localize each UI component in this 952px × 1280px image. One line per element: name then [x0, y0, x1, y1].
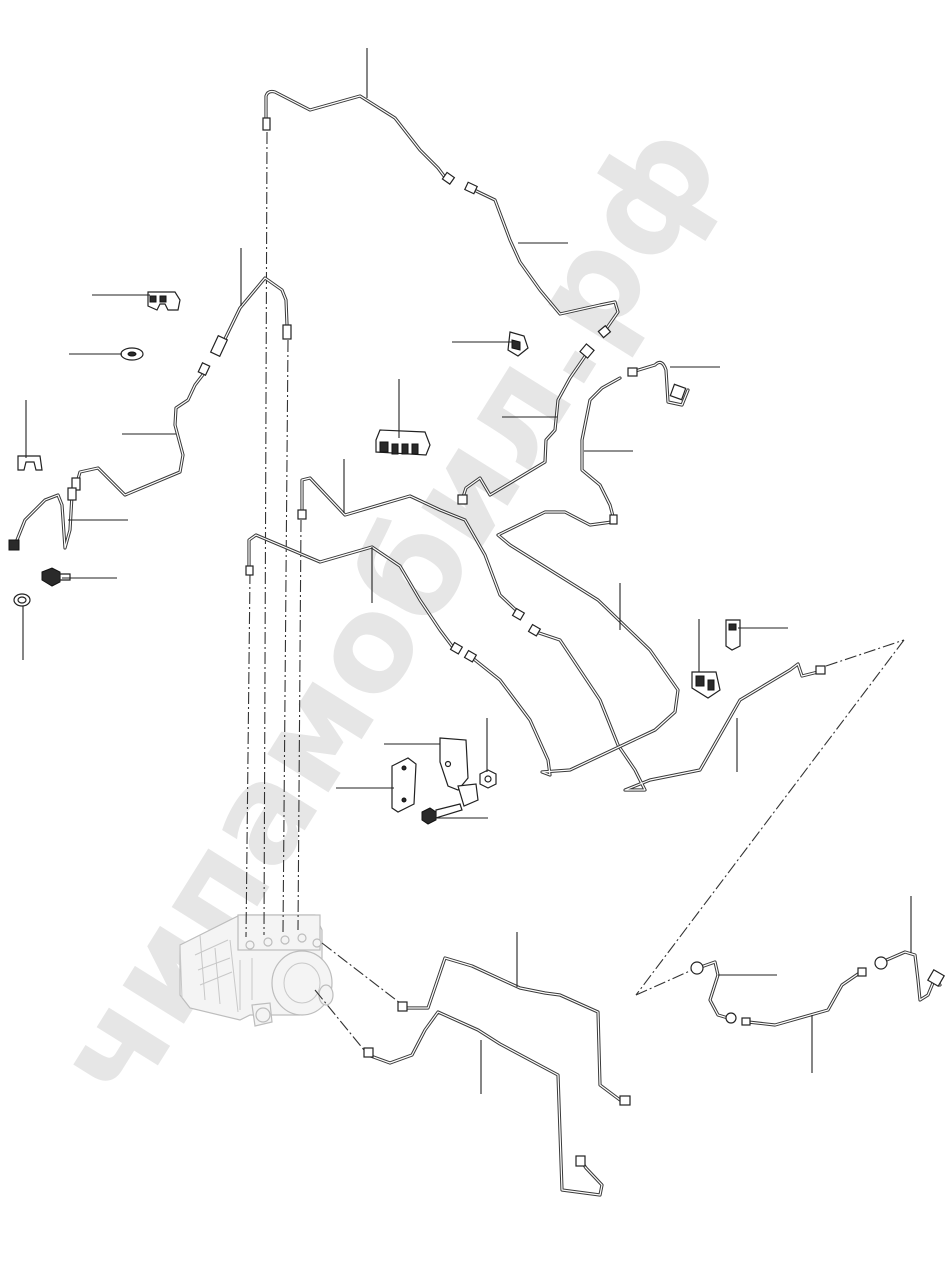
callout-leader-lines	[22, 48, 912, 1094]
mounting-bolt	[421, 807, 437, 825]
pipe-clip-right	[691, 671, 721, 699]
spring-clip	[17, 455, 43, 471]
pipe-clip-multi	[375, 429, 431, 456]
clips-and-brackets	[13, 291, 741, 825]
watermark-text: чипамобил.рф	[27, 96, 751, 1126]
mounting-plate	[439, 737, 469, 791]
abs-module	[179, 914, 334, 1027]
brake-pipe-left-upper	[220, 276, 289, 347]
assembly-centerlines	[245, 131, 905, 1051]
pipe-fittings	[8, 117, 946, 1167]
brake-pipe-lower-1	[402, 956, 622, 1102]
brake-pipes	[13, 89, 942, 1197]
brake-pipe-top	[264, 89, 449, 182]
banjo-bolt	[41, 567, 61, 587]
rubber-mount-block	[391, 757, 417, 813]
brake-pipe-lower-2	[366, 1010, 604, 1197]
